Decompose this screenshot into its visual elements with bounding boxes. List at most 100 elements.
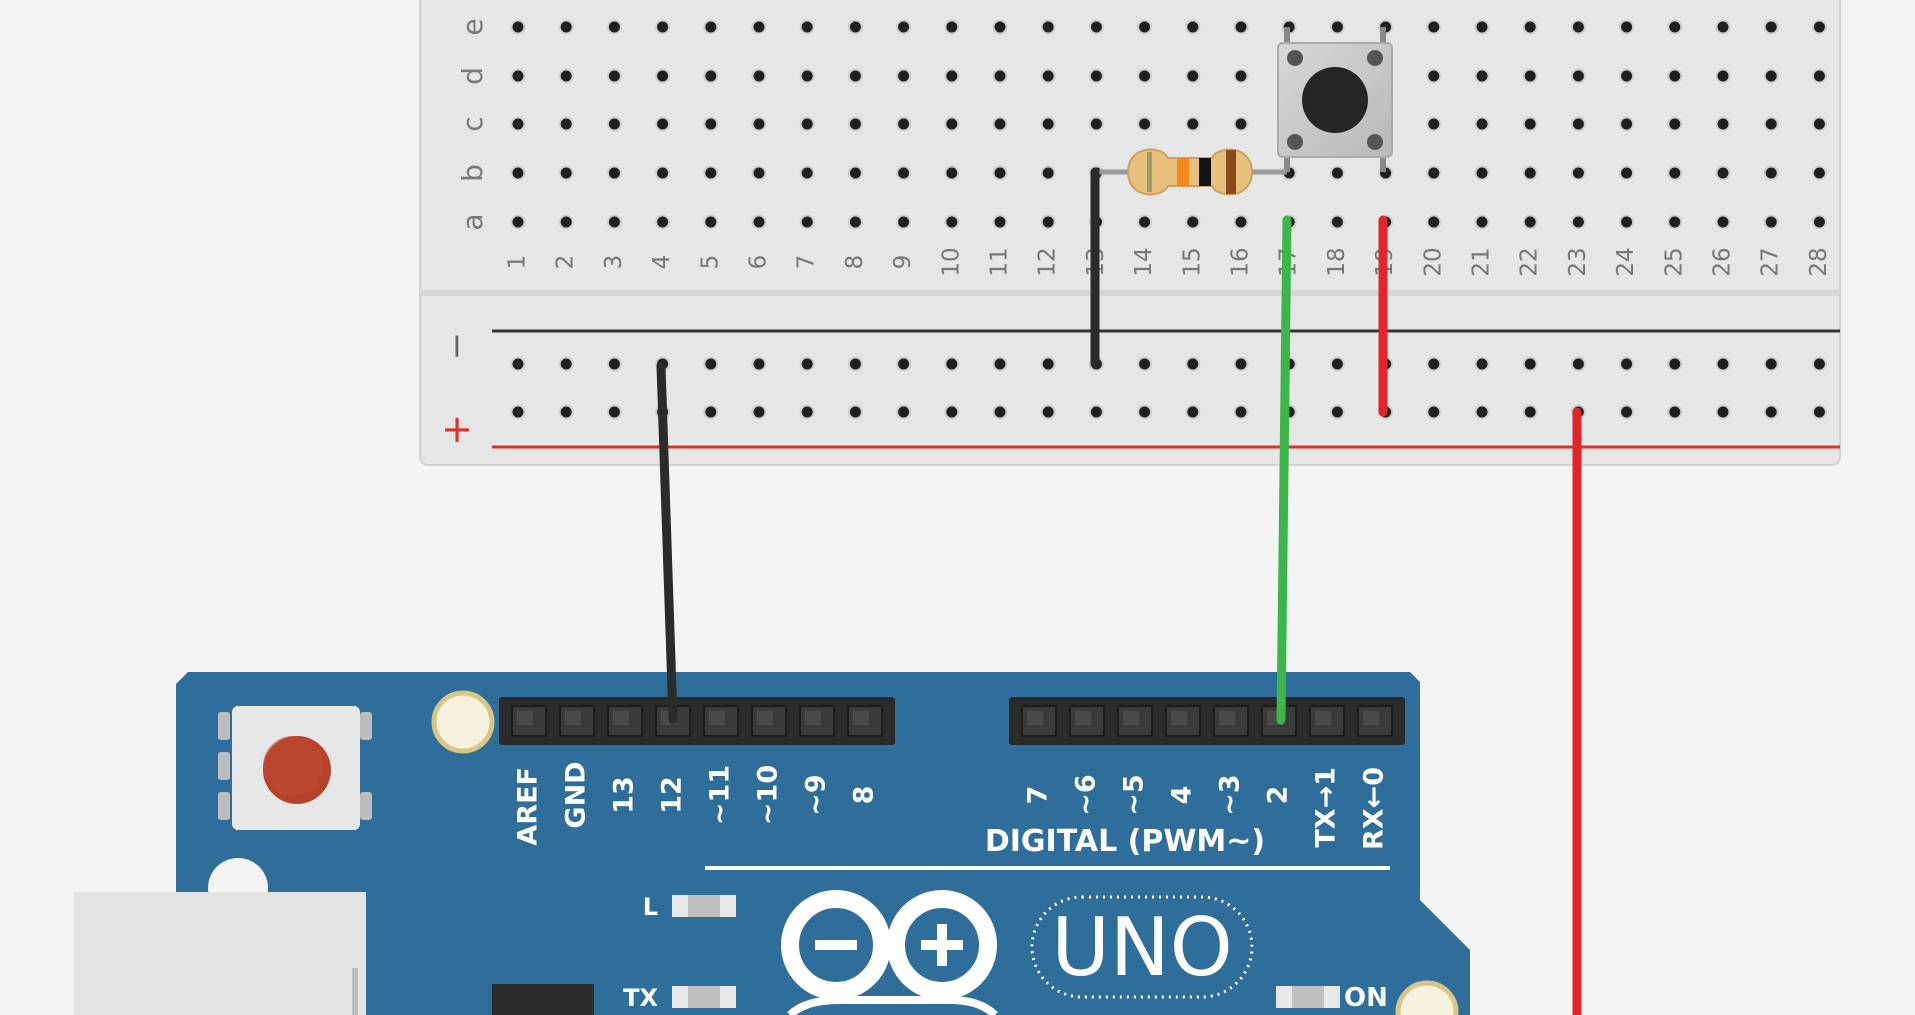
- breadboard-hole[interactable]: [655, 214, 671, 230]
- breadboard-hole[interactable]: [1570, 356, 1586, 372]
- breadboard-hole[interactable]: [847, 214, 863, 230]
- breadboard-hole[interactable]: [655, 165, 671, 181]
- breadboard-hole[interactable]: [1522, 165, 1538, 181]
- breadboard-hole[interactable]: [1474, 19, 1490, 35]
- breadboard-hole[interactable]: [1619, 19, 1635, 35]
- breadboard-hole[interactable]: [606, 356, 622, 372]
- breadboard-hole[interactable]: [896, 165, 912, 181]
- breadboard-hole[interactable]: [847, 404, 863, 420]
- breadboard-hole[interactable]: [751, 356, 767, 372]
- breadboard-hole[interactable]: [944, 116, 960, 132]
- breadboard-hole[interactable]: [1040, 404, 1056, 420]
- breadboard-hole[interactable]: [751, 68, 767, 84]
- breadboard-hole[interactable]: [1570, 19, 1586, 35]
- breadboard-hole[interactable]: [1667, 19, 1683, 35]
- breadboard-hole[interactable]: [1763, 165, 1779, 181]
- breadboard-hole[interactable]: [1522, 116, 1538, 132]
- breadboard-hole[interactable]: [703, 214, 719, 230]
- breadboard-hole[interactable]: [799, 68, 815, 84]
- breadboard-hole[interactable]: [558, 165, 574, 181]
- breadboard-hole[interactable]: [1137, 116, 1153, 132]
- breadboard-hole[interactable]: [944, 404, 960, 420]
- breadboard-hole[interactable]: [1619, 68, 1635, 84]
- breadboard-hole[interactable]: [1233, 356, 1249, 372]
- breadboard-hole[interactable]: [1570, 214, 1586, 230]
- breadboard-hole[interactable]: [1329, 356, 1345, 372]
- breadboard-hole[interactable]: [606, 214, 622, 230]
- breadboard-hole[interactable]: [1763, 214, 1779, 230]
- breadboard-hole[interactable]: [896, 214, 912, 230]
- breadboard-hole[interactable]: [1715, 404, 1731, 420]
- breadboard-hole[interactable]: [1522, 68, 1538, 84]
- breadboard-hole[interactable]: [1137, 19, 1153, 35]
- breadboard-hole[interactable]: [510, 116, 526, 132]
- breadboard-hole[interactable]: [1329, 214, 1345, 230]
- breadboard-holes[interactable]: [510, 19, 1827, 420]
- pushbutton-icon[interactable]: [1277, 27, 1393, 172]
- breadboard-hole[interactable]: [1570, 165, 1586, 181]
- breadboard-hole[interactable]: [1040, 214, 1056, 230]
- breadboard-hole[interactable]: [896, 19, 912, 35]
- breadboard-hole[interactable]: [1522, 356, 1538, 372]
- breadboard-hole[interactable]: [896, 116, 912, 132]
- breadboard-hole[interactable]: [1667, 68, 1683, 84]
- breadboard-hole[interactable]: [992, 356, 1008, 372]
- breadboard-hole[interactable]: [1474, 356, 1490, 372]
- breadboard-hole[interactable]: [1811, 68, 1827, 84]
- breadboard-hole[interactable]: [1233, 68, 1249, 84]
- breadboard-hole[interactable]: [1426, 214, 1442, 230]
- breadboard-hole[interactable]: [799, 404, 815, 420]
- breadboard-hole[interactable]: [558, 68, 574, 84]
- breadboard-hole[interactable]: [799, 356, 815, 372]
- breadboard-hole[interactable]: [558, 404, 574, 420]
- breadboard-hole[interactable]: [1474, 165, 1490, 181]
- breadboard-hole[interactable]: [558, 116, 574, 132]
- wires[interactable]: [656, 167, 1582, 1015]
- breadboard-hole[interactable]: [1185, 404, 1201, 420]
- breadboard-hole[interactable]: [1088, 68, 1104, 84]
- breadboard-hole[interactable]: [799, 116, 815, 132]
- breadboard-hole[interactable]: [1522, 214, 1538, 230]
- breadboard-hole[interactable]: [847, 356, 863, 372]
- breadboard-hole[interactable]: [1619, 165, 1635, 181]
- breadboard-hole[interactable]: [606, 116, 622, 132]
- breadboard-hole[interactable]: [992, 165, 1008, 181]
- breadboard-hole[interactable]: [1667, 116, 1683, 132]
- breadboard-hole[interactable]: [1667, 356, 1683, 372]
- breadboard-hole[interactable]: [703, 404, 719, 420]
- breadboard-hole[interactable]: [751, 19, 767, 35]
- breadboard-hole[interactable]: [1329, 19, 1345, 35]
- breadboard-hole[interactable]: [1329, 404, 1345, 420]
- wire-green-pin2[interactable]: [1276, 215, 1292, 725]
- breadboard-hole[interactable]: [1570, 116, 1586, 132]
- breadboard-hole[interactable]: [1088, 404, 1104, 420]
- breadboard-hole[interactable]: [751, 165, 767, 181]
- breadboard-hole[interactable]: [655, 19, 671, 35]
- breadboard-hole[interactable]: [1185, 19, 1201, 35]
- resistor-icon[interactable]: [1095, 148, 1287, 196]
- breadboard-hole[interactable]: [1474, 214, 1490, 230]
- breadboard-hole[interactable]: [847, 19, 863, 35]
- breadboard-hole[interactable]: [896, 356, 912, 372]
- breadboard-hole[interactable]: [1426, 116, 1442, 132]
- breadboard-hole[interactable]: [703, 116, 719, 132]
- breadboard-hole[interactable]: [1426, 404, 1442, 420]
- breadboard-hole[interactable]: [1715, 116, 1731, 132]
- breadboard-hole[interactable]: [992, 214, 1008, 230]
- breadboard-hole[interactable]: [1185, 68, 1201, 84]
- breadboard-hole[interactable]: [847, 116, 863, 132]
- breadboard-hole[interactable]: [558, 214, 574, 230]
- breadboard-hole[interactable]: [1137, 68, 1153, 84]
- breadboard-hole[interactable]: [510, 214, 526, 230]
- breadboard-hole[interactable]: [1522, 19, 1538, 35]
- breadboard-hole[interactable]: [1233, 19, 1249, 35]
- breadboard-hole[interactable]: [944, 68, 960, 84]
- breadboard-hole[interactable]: [1667, 404, 1683, 420]
- breadboard-hole[interactable]: [606, 68, 622, 84]
- breadboard-hole[interactable]: [1233, 116, 1249, 132]
- breadboard-hole[interactable]: [847, 165, 863, 181]
- breadboard-hole[interactable]: [751, 404, 767, 420]
- breadboard-hole[interactable]: [1040, 116, 1056, 132]
- breadboard-hole[interactable]: [1811, 356, 1827, 372]
- breadboard-hole[interactable]: [1233, 214, 1249, 230]
